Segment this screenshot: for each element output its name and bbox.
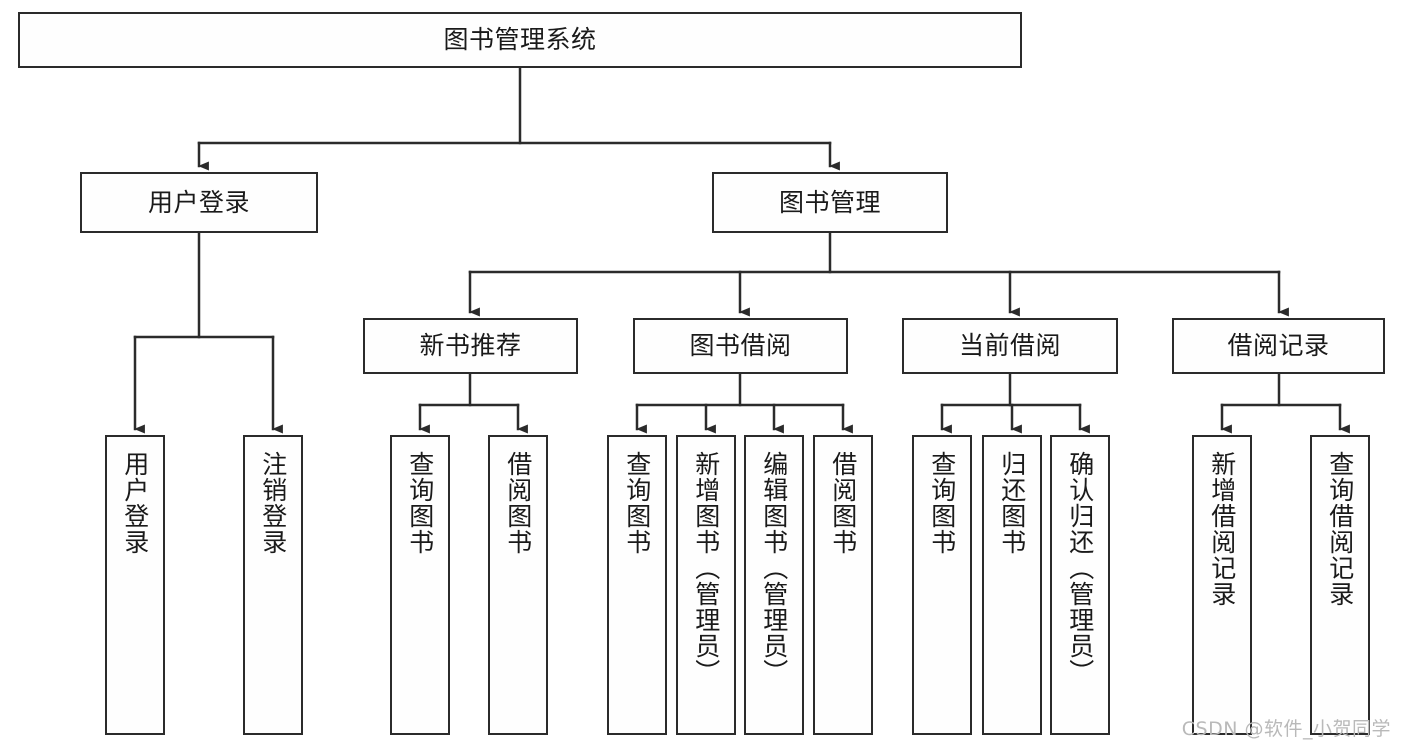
node-new-book-recommend[interactable]: 新书推荐: [363, 318, 578, 374]
leaf-user-logout[interactable]: 注销登录: [243, 435, 303, 735]
watermark: CSDN @软件_小贺同学: [1181, 718, 1391, 740]
leaf-borrow-borrow-book-label: 借阅图书: [828, 451, 858, 555]
node-book-borrow-label: 图书借阅: [689, 331, 792, 361]
leaf-user-login[interactable]: 用户登录: [105, 435, 165, 735]
leaf-borrow-edit-book-admin-label: 编辑图书（管理员）: [759, 451, 789, 685]
node-root[interactable]: 图书管理系统: [18, 12, 1022, 68]
leaf-current-query-book-label: 查询图书: [927, 451, 957, 555]
node-root-label: 图书管理系统: [443, 25, 597, 55]
node-book-management-label: 图书管理: [778, 187, 881, 217]
node-current-borrow-label: 当前借阅: [958, 331, 1061, 361]
leaf-borrow-query-book-label: 查询图书: [622, 451, 652, 555]
leaf-record-query-borrow-record[interactable]: 查询借阅记录: [1310, 435, 1370, 735]
leaf-newbook-borrow-book[interactable]: 借阅图书: [488, 435, 548, 735]
leaf-user-logout-label: 注销登录: [258, 451, 288, 555]
node-user-login-label: 用户登录: [147, 187, 250, 217]
node-borrow-record[interactable]: 借阅记录: [1172, 318, 1385, 374]
leaf-borrow-edit-book-admin[interactable]: 编辑图书（管理员）: [744, 435, 804, 735]
node-book-management[interactable]: 图书管理: [712, 172, 948, 233]
leaf-borrow-add-book-admin[interactable]: 新增图书（管理员）: [676, 435, 736, 735]
node-borrow-record-label: 借阅记录: [1227, 331, 1330, 361]
leaf-borrow-add-book-admin-label: 新增图书（管理员）: [691, 451, 721, 685]
leaf-newbook-query-book-label: 查询图书: [405, 451, 435, 555]
leaf-user-login-label: 用户登录: [120, 451, 150, 555]
leaf-current-return-book[interactable]: 归还图书: [982, 435, 1042, 735]
node-current-borrow[interactable]: 当前借阅: [902, 318, 1118, 374]
node-user-login[interactable]: 用户登录: [80, 172, 318, 233]
leaf-record-add-borrow-record-label: 新增借阅记录: [1207, 451, 1237, 607]
leaf-current-query-book[interactable]: 查询图书: [912, 435, 972, 735]
leaf-newbook-query-book[interactable]: 查询图书: [390, 435, 450, 735]
leaf-newbook-borrow-book-label: 借阅图书: [503, 451, 533, 555]
leaf-current-confirm-return-admin-label: 确认归还（管理员）: [1065, 451, 1095, 685]
leaf-current-return-book-label: 归还图书: [997, 451, 1027, 555]
leaf-record-query-borrow-record-label: 查询借阅记录: [1325, 451, 1355, 607]
leaf-borrow-borrow-book[interactable]: 借阅图书: [813, 435, 873, 735]
node-book-borrow[interactable]: 图书借阅: [633, 318, 848, 374]
leaf-borrow-query-book[interactable]: 查询图书: [607, 435, 667, 735]
leaf-record-add-borrow-record[interactable]: 新增借阅记录: [1192, 435, 1252, 735]
leaf-current-confirm-return-admin[interactable]: 确认归还（管理员）: [1050, 435, 1110, 735]
node-new-book-recommend-label: 新书推荐: [419, 331, 522, 361]
